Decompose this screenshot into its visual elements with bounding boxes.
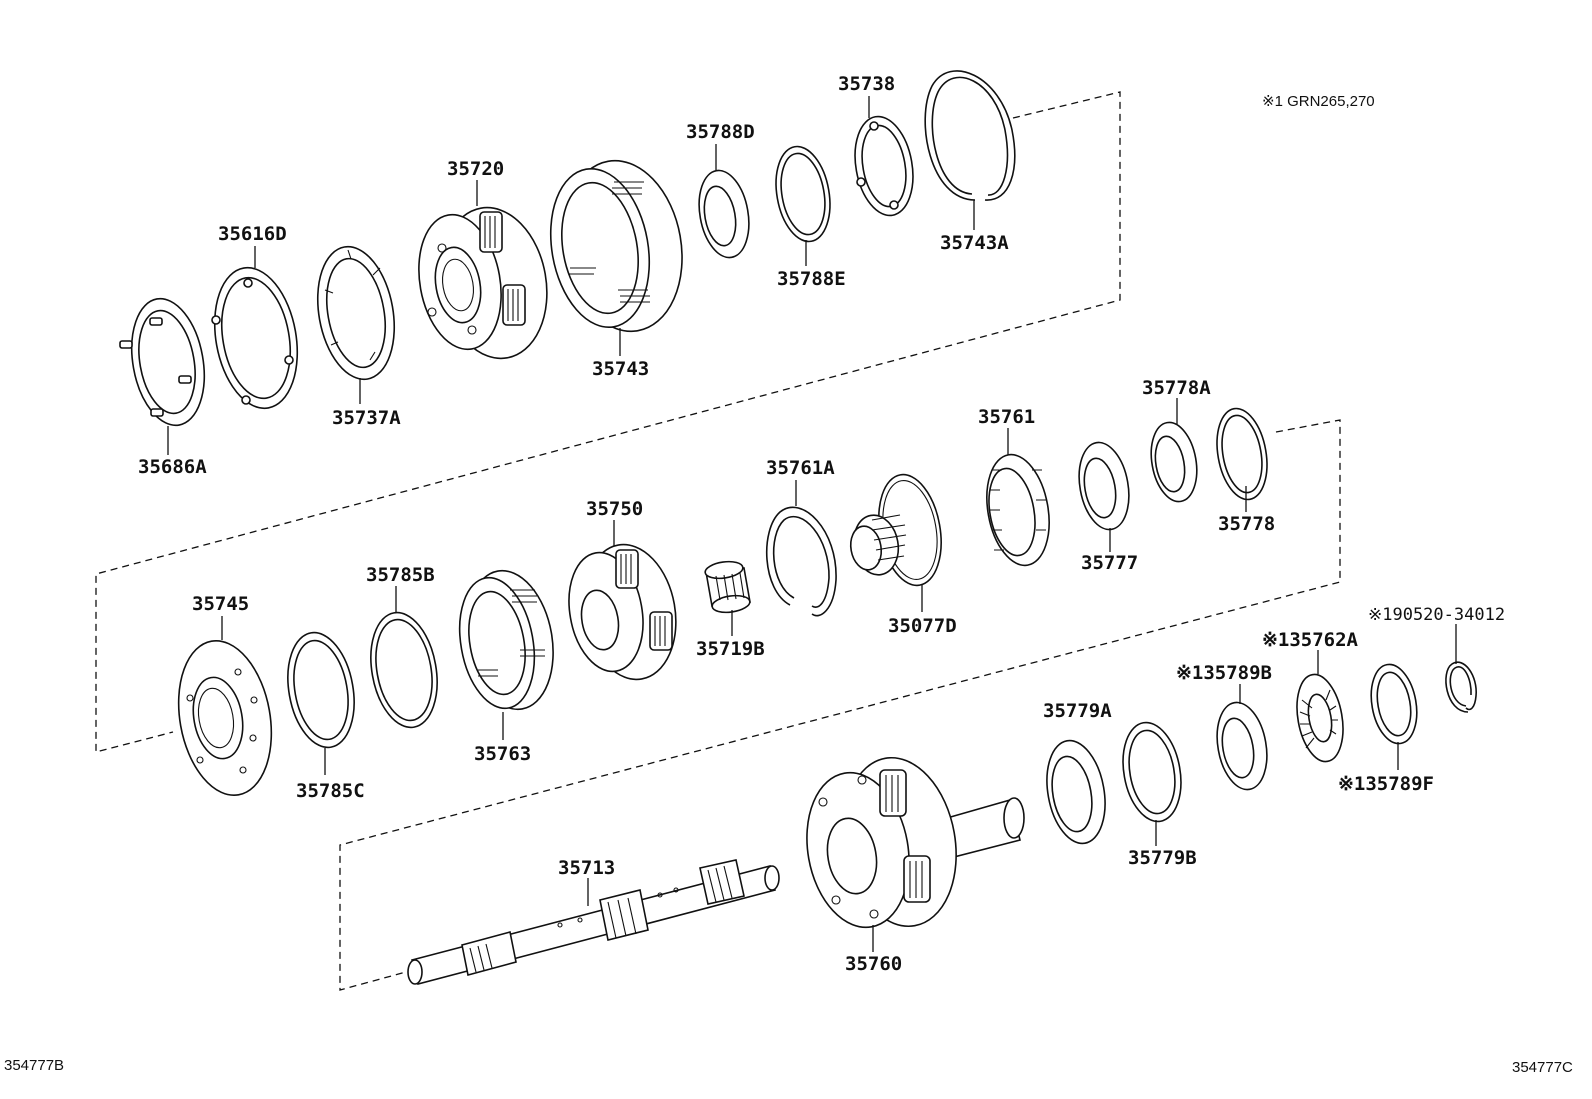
- label-35789B: ※135789B: [1176, 662, 1272, 684]
- part-35761A-snap-ring: [765, 506, 837, 617]
- part-35719B-needle-bearing: [704, 560, 751, 614]
- part-35077D-hub: [849, 473, 942, 587]
- label-35785C: 35785C: [296, 780, 365, 802]
- label-35761: 35761: [978, 406, 1035, 428]
- label-35077D: 35077D: [888, 615, 957, 637]
- part-35762A-thrust-bearing: [1296, 673, 1344, 763]
- label-35738: 35738: [838, 73, 895, 95]
- applicability-note: ※1 GRN265,270: [1262, 93, 1375, 110]
- part-35760-carrier: [806, 756, 1025, 929]
- reference-code-left: 354777B: [4, 1057, 64, 1074]
- part-35778-race: [1216, 407, 1268, 501]
- part-35686A-washer: [119, 297, 206, 427]
- label-35750: 35750: [586, 498, 643, 520]
- part-35750-carrier: [568, 543, 677, 681]
- label-35785B: 35785B: [366, 564, 435, 586]
- label-35616D: 35616D: [218, 223, 287, 245]
- part-90520-34012-snap-ring: [1445, 661, 1477, 713]
- part-35745-flange: [177, 639, 273, 797]
- part-35743-ring-gear: [549, 159, 683, 333]
- part-35788D-bearing: [698, 169, 750, 259]
- label-35686A: 35686A: [138, 456, 207, 478]
- label-35743: 35743: [592, 358, 649, 380]
- part-35788E-race: [775, 145, 831, 243]
- part-35785B-race: [370, 611, 438, 729]
- label-35743A: 35743A: [940, 232, 1009, 254]
- part-35737A-plate: [316, 245, 396, 381]
- part-35720-carrier: [418, 206, 548, 360]
- label-35788D: 35788D: [686, 121, 755, 143]
- label-35779A: 35779A: [1043, 700, 1112, 722]
- label-35737A: 35737A: [332, 407, 401, 429]
- label-35760: 35760: [845, 953, 902, 975]
- part-35789B-bearing: [1216, 701, 1268, 791]
- label-35720: 35720: [447, 158, 504, 180]
- part-35777-bearing: [1078, 441, 1130, 531]
- label-35763: 35763: [474, 743, 531, 765]
- group-outline-middle: [339, 419, 1341, 991]
- label-35761A: 35761A: [766, 457, 835, 479]
- label-35789F: ※135789F: [1338, 773, 1434, 795]
- part-35743A-snap-ring: [924, 70, 1016, 201]
- label-35762A: ※135762A: [1262, 629, 1359, 651]
- part-35785C-race: [287, 631, 355, 749]
- part-35761-drum: [986, 453, 1050, 567]
- part-35763-ring-gear: [458, 569, 554, 711]
- part-35779A-bearing: [1046, 739, 1106, 845]
- part-35616D-plate: [211, 266, 299, 410]
- label-35778: 35778: [1218, 513, 1275, 535]
- label-35788E: 35788E: [777, 268, 846, 290]
- label-35778A: 35778A: [1142, 377, 1211, 399]
- label-35719B: 35719B: [696, 638, 765, 660]
- label-35777: 35777: [1081, 552, 1138, 574]
- label-90520-34012: ※190520-34012: [1368, 605, 1505, 625]
- label-35713: 35713: [558, 857, 615, 879]
- label-35779B: 35779B: [1128, 847, 1197, 869]
- label-35745: 35745: [192, 593, 249, 615]
- part-35713-shaft: [407, 859, 780, 985]
- part-35779B-race: [1122, 721, 1182, 823]
- part-35778A-bearing: [1150, 421, 1198, 503]
- part-35789F-race: [1370, 663, 1418, 745]
- reference-code-right: 354777C: [1512, 1059, 1573, 1076]
- part-35738-plate: [854, 115, 914, 217]
